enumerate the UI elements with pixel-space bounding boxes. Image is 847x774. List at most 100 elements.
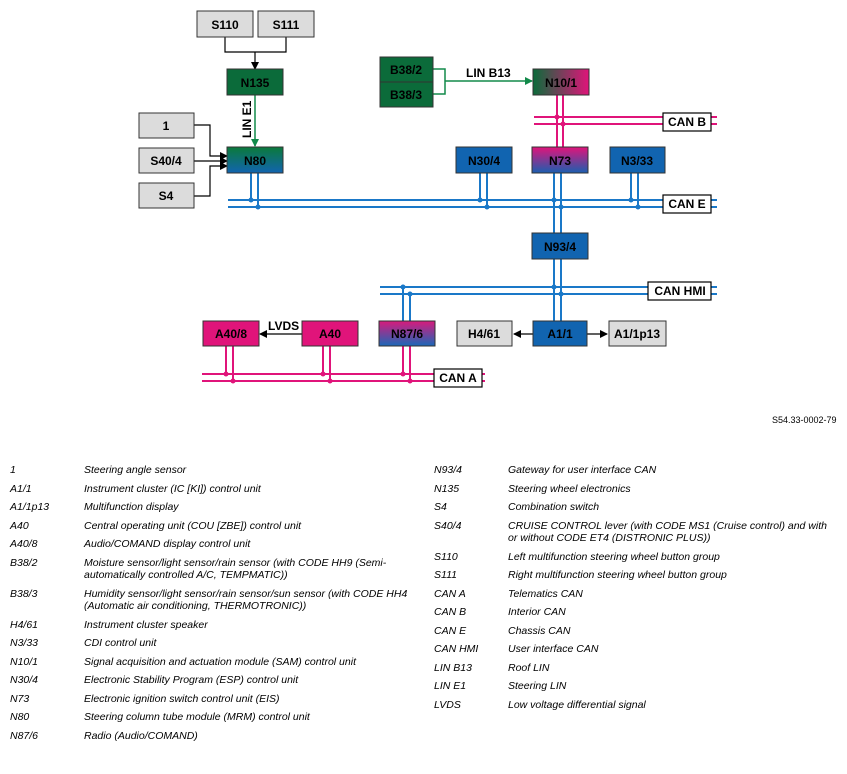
n3-33-label: N3/33 (621, 154, 653, 168)
n3-33-box: N3/33 (609, 146, 666, 174)
legend-description: Instrument cluster (IC [KI]) control uni… (84, 482, 261, 495)
legend-code: N93/4 (434, 464, 463, 476)
legend-code: B38/2 (10, 556, 38, 569)
legend-row: A40/8 Audio/COMAND display control unit (10, 538, 415, 551)
b38-3-label: B38/3 (390, 88, 422, 102)
legend-description: Electronic ignition switch control unit … (84, 692, 280, 705)
legend-code: S40/4 (434, 519, 462, 532)
legend-description: Right multifunction steering wheel butto… (508, 569, 727, 581)
legend-description: Gateway for user interface CAN (508, 464, 657, 476)
legend-code: CAN A (434, 587, 466, 600)
legend-row: S111 Right multifunction steering wheel b… (434, 569, 839, 582)
can-b-label: CAN B (662, 112, 712, 132)
legend-description: CRUISE CONTROL lever (with CODE MS1 (Cru… (508, 519, 827, 545)
n87-6-box: N87/6 (378, 320, 436, 347)
legend-code: H4/61 (10, 618, 39, 631)
legend-row: N80 Steering column tube module (MRM) con… (10, 711, 415, 724)
legend-description: Audio/COMAND display control unit (84, 538, 251, 550)
legend-code: 1 (10, 464, 16, 476)
legend-description: Steering angle sensor (84, 464, 187, 476)
n80-label: N80 (244, 154, 266, 168)
legend-description: Moisture sensor/light sensor/rain sensor… (84, 556, 387, 582)
legend-description: Steering column tube module (MRM) contro… (84, 711, 310, 723)
a40-8-box: A40/8 (202, 320, 260, 347)
lin-e1-label: LIN E1 (240, 100, 254, 138)
legend-code: S110 (434, 550, 458, 563)
can-e-bus (228, 173, 717, 233)
legend-description: Telematics CAN (508, 587, 583, 600)
s40-4-box: S40/4 (138, 147, 195, 174)
legend-description: Chassis CAN (508, 624, 571, 637)
legend-description: Signal acquisition and actuation module … (84, 655, 356, 668)
legend-row: N93/4 Gateway for user interface CAN (434, 464, 839, 477)
h4-61-box: H4/61 (456, 320, 513, 347)
s4-label: S4 (159, 189, 174, 203)
legend-code: S4 (434, 501, 447, 513)
legend-code: A1/1 (10, 482, 32, 495)
can-hmi-text: CAN HMI (654, 284, 705, 298)
legend-description: Roof LIN (508, 661, 550, 674)
legend-code: A40 (10, 519, 29, 532)
legend-code: LIN E1 (434, 680, 467, 692)
s110-label: S110 (211, 18, 239, 32)
legend-code: LIN B13 (434, 661, 472, 674)
legend-row: N87/6 Radio (Audio/COMAND) (10, 730, 415, 743)
b38-2-label: B38/2 (390, 63, 422, 77)
a1-1p13-box: A1/1p13 (608, 320, 667, 347)
s110-box: S110 (196, 10, 254, 38)
s4-box: S4 (138, 182, 195, 209)
legend-code: CAN E (434, 624, 467, 637)
n87-6-label: N87/6 (391, 327, 423, 341)
legend-description: Radio (Audio/COMAND) (84, 729, 198, 742)
a40-box: A40 (301, 320, 359, 347)
n73-label: N73 (549, 154, 571, 168)
legend-description: CDI control unit (84, 637, 157, 649)
lin-connectors (251, 68, 533, 147)
can-b-text: CAN B (668, 115, 706, 129)
legend-code: A40/8 (10, 538, 38, 550)
legend-code: N3/33 (10, 637, 39, 649)
b38-3-box: B38/3 (379, 81, 434, 108)
legend-code: N80 (10, 711, 30, 723)
a1-1p13-label: A1/1p13 (614, 327, 660, 341)
legend-row: N3/33 CDI control unit (10, 637, 415, 650)
black-connectors (194, 37, 608, 338)
a40-8-label: A40/8 (215, 327, 247, 341)
legend-code: N135 (434, 482, 460, 495)
a40-label: A40 (319, 327, 341, 341)
c1-box: 1 (138, 112, 195, 139)
legend-row: LIN B13 Roof LIN (434, 662, 839, 675)
legend-description: Low voltage differential signal (508, 698, 646, 711)
a1-1-label: A1/1 (547, 327, 573, 341)
n10-1-box: N10/1 (532, 68, 590, 96)
n30-4-label: N30/4 (468, 154, 500, 168)
s111-label: S111 (273, 18, 300, 32)
legend-row: CAN A Telematics CAN (434, 588, 839, 601)
legend-description: Interior CAN (508, 606, 566, 618)
legend-code: LVDS (434, 698, 461, 711)
legend-code: N10/1 (10, 655, 39, 668)
n73-box: N73 (531, 146, 589, 174)
legend-row: B38/2 Moisture sensor/light sensor/rain s… (10, 557, 415, 582)
n135-box: N135 (226, 68, 284, 96)
legend-row: S4 Combination switch (434, 501, 839, 514)
legend-code: S111 (434, 569, 457, 581)
legend-row: N10/1 Signal acquisition and actuation mo… (10, 656, 415, 669)
legend-description: Humidity sensor/light sensor/rain sensor… (84, 587, 408, 613)
legend-description: Combination switch (508, 501, 600, 513)
lin-b13-label: LIN B13 (466, 66, 511, 80)
n93-4-box: N93/4 (531, 232, 589, 260)
s40-4-label: S40/4 (150, 154, 182, 168)
legend-code: N87/6 (10, 729, 39, 742)
legend-row: 1 Steering angle sensor (10, 464, 415, 477)
